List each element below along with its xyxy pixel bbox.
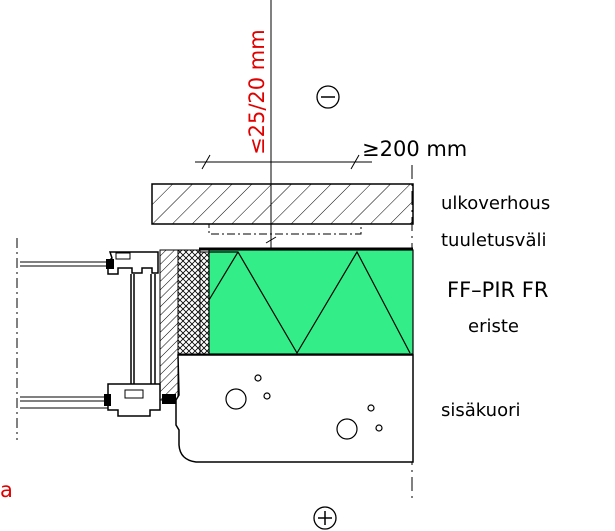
ventilation-gap-label: tuuletusväli — [441, 230, 546, 251]
window-frame-fill-2 — [177, 249, 201, 355]
concrete-aggregate-small-4 — [375, 424, 383, 432]
outer-cladding-label: ulkoverhous — [441, 193, 550, 214]
insulation-board — [208, 249, 414, 355]
concrete-aggregate-large-2 — [336, 418, 358, 440]
gap-dimension-tick — [265, 236, 277, 244]
window-frame-fill-1 — [159, 249, 179, 401]
ventilation-batten — [208, 223, 362, 235]
outer-cladding — [151, 183, 414, 225]
positive-pressure-symbol — [313, 506, 337, 530]
window-lower-gasket — [104, 394, 111, 406]
width-dimension-label: ≥200 mm — [362, 137, 467, 161]
concrete-aggregate-small-2 — [263, 392, 271, 400]
insulation-symbol-zigzag-2 — [208, 251, 239, 301]
edge-seal-strip — [199, 251, 210, 355]
concrete-aggregate-small-1 — [254, 374, 262, 382]
width-dimension-tick-left — [201, 154, 211, 170]
window-lower-bead — [124, 389, 144, 399]
inner-shell — [175, 354, 414, 463]
concrete-aggregate-small-3 — [367, 404, 375, 412]
negative-pressure-symbol — [316, 85, 340, 109]
window-sill-seal — [162, 394, 176, 404]
window-upper-glazing-bead — [115, 252, 131, 260]
insulation-symbol-zigzag — [209, 250, 411, 355]
corner-fragment-label: a — [0, 478, 13, 502]
window-upper-gasket — [106, 259, 114, 269]
gap-dimension-label: ≤25/20 mm — [245, 29, 269, 155]
window-lower-profile — [107, 383, 161, 417]
inner-shell-label: sisäkuori — [441, 400, 520, 421]
width-dimension-tick-right — [350, 154, 360, 170]
concrete-aggregate-large-1 — [225, 388, 247, 410]
insulation-label: eriste — [468, 316, 519, 337]
insulation-product-label: FF–PIR FR — [447, 278, 548, 302]
